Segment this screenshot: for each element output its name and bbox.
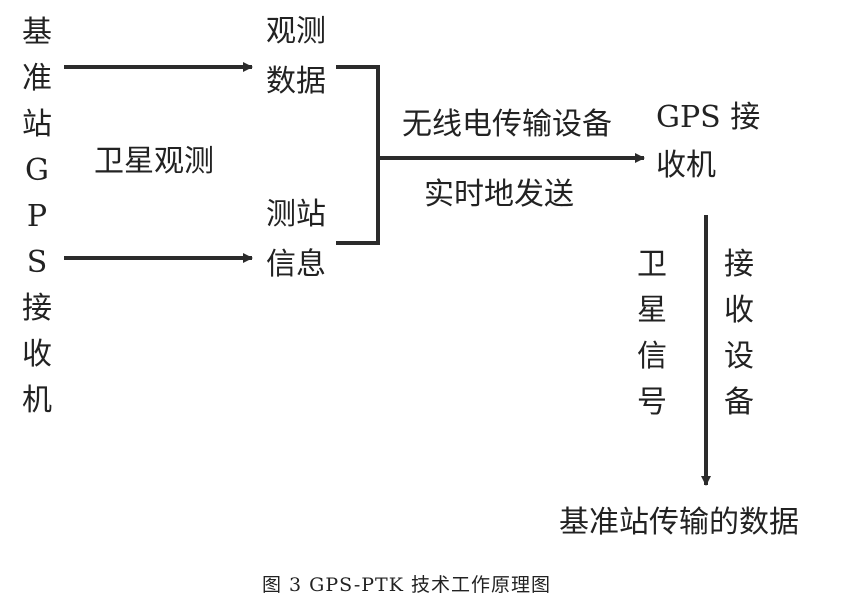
char: 收: [22, 337, 52, 372]
base-station-data-label: 基准站传输的数据: [559, 505, 799, 540]
char: 机: [22, 383, 52, 418]
gps-receiver-line-1: GPS 接: [656, 100, 761, 135]
observation-data-line-1: 观测: [266, 14, 326, 49]
char: G: [25, 153, 49, 188]
receiving-equipment-label: 接 收 设 备: [724, 250, 754, 434]
char: 备: [724, 385, 754, 420]
satellite-signal-label: 卫 星 信 号: [637, 250, 667, 434]
char: 站: [22, 107, 52, 142]
char: 准: [22, 61, 52, 96]
char: 接: [724, 247, 754, 282]
char: 接: [22, 291, 52, 326]
figure-caption: 图 3 GPS-PTK 技术工作原理图: [262, 574, 551, 596]
char: 信: [637, 339, 667, 374]
radio-transmission-label: 无线电传输设备: [402, 107, 612, 142]
char: 星: [637, 293, 667, 328]
station-info-line-1: 测站: [266, 197, 326, 232]
char: S: [26, 245, 48, 280]
satellite-observation-label: 卫星观测: [94, 144, 214, 179]
station-info-line-2: 信息: [266, 247, 326, 282]
char: P: [26, 199, 48, 234]
merge-bracket: [336, 65, 380, 245]
realtime-send-label: 实时地发送: [424, 177, 574, 212]
char: 基: [22, 15, 52, 50]
char: 收: [724, 293, 754, 328]
gps-receiver-line-2: 收机: [656, 148, 716, 183]
char: 号: [637, 385, 667, 420]
observation-data-line-2: 数据: [266, 64, 326, 99]
base-station-gps-receiver-label: 基 准 站 G P S 接 收 机: [22, 18, 52, 432]
char: 卫: [637, 247, 667, 282]
char: 设: [724, 339, 754, 374]
